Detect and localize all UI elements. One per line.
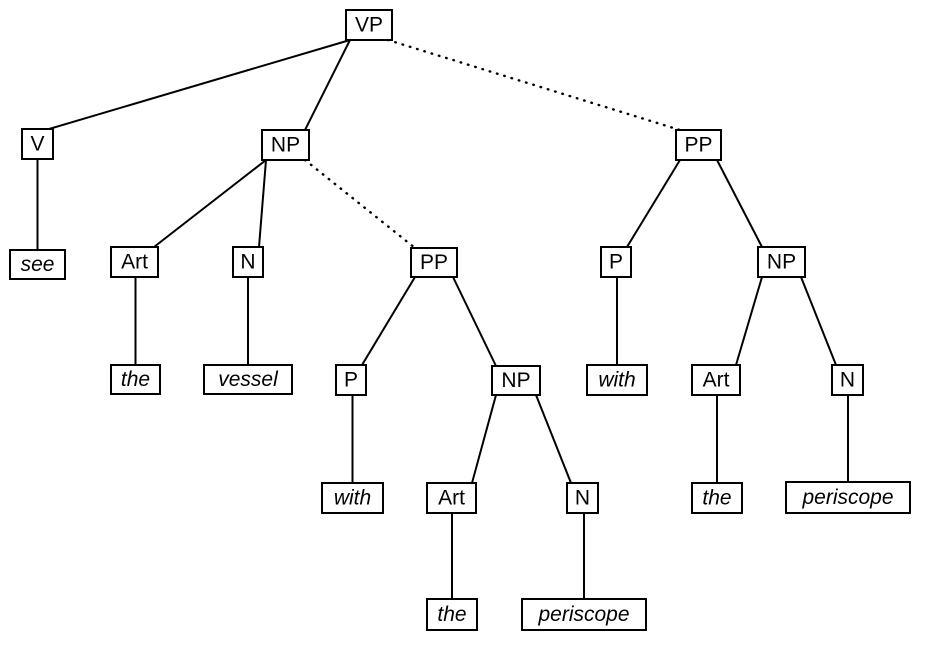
tree-edge-vp-to-np1 bbox=[304, 39, 351, 131]
node-box-p_right bbox=[600, 246, 632, 278]
tree-node-n1[interactable]: N bbox=[232, 246, 264, 278]
node-box-np_mid bbox=[491, 365, 541, 396]
tree-node-with_mid[interactable]: with bbox=[321, 482, 384, 514]
node-label-art_mid: Art bbox=[438, 487, 465, 510]
tree-node-with_right[interactable]: with bbox=[586, 364, 648, 396]
node-box-the_mid bbox=[426, 598, 478, 631]
node-box-np_right bbox=[757, 246, 806, 278]
tree-edge-np_right-to-art_right bbox=[735, 276, 763, 366]
edge-layer bbox=[36, 38, 849, 599]
node-label-np1: NP bbox=[271, 134, 300, 157]
node-box-n_mid bbox=[566, 482, 599, 514]
node-box-n_right bbox=[831, 364, 864, 396]
node-box-vp bbox=[345, 9, 393, 41]
tree-edge-np_mid-to-n_mid bbox=[535, 394, 572, 484]
tree-node-n_mid[interactable]: N bbox=[566, 482, 599, 514]
node-box-np1 bbox=[261, 129, 310, 161]
tree-node-peri_right[interactable]: periscope bbox=[785, 481, 911, 514]
node-box-art1 bbox=[110, 246, 159, 278]
tree-edge-vp-to-v bbox=[48, 39, 351, 130]
tree-node-pp_mid[interactable]: PP bbox=[410, 247, 458, 278]
node-box-peri_mid bbox=[521, 598, 647, 631]
tree-node-pp_right[interactable]: PP bbox=[675, 129, 722, 161]
tree-node-p_mid[interactable]: P bbox=[335, 364, 367, 396]
node-box-art_right bbox=[691, 364, 741, 396]
node-box-see bbox=[9, 249, 66, 280]
tree-node-see[interactable]: see bbox=[9, 249, 66, 280]
tree-edge-pp_right-to-np_right bbox=[716, 159, 763, 248]
node-box-p_mid bbox=[335, 364, 367, 396]
node-label-with_right: with bbox=[598, 369, 635, 392]
tree-node-n_right[interactable]: N bbox=[831, 364, 864, 396]
node-label-peri_right: periscope bbox=[801, 486, 893, 509]
node-label-p_mid: P bbox=[344, 369, 358, 392]
tree-edge-vp-to-pp_right bbox=[386, 38, 682, 132]
tree-node-np_right[interactable]: NP bbox=[757, 246, 806, 278]
node-label-v: V bbox=[30, 133, 44, 156]
node-box-n1 bbox=[232, 246, 264, 278]
tree-edge-np_right-to-n_right bbox=[800, 276, 837, 366]
tree-edge-pp_mid-to-p_mid bbox=[361, 276, 416, 366]
node-box-the_right bbox=[691, 482, 743, 514]
tree-node-art_mid[interactable]: Art bbox=[426, 482, 477, 514]
tree-node-vp[interactable]: VP bbox=[345, 9, 393, 41]
tree-node-np_mid[interactable]: NP bbox=[491, 365, 541, 396]
node-box-art_mid bbox=[426, 482, 477, 514]
node-box-v bbox=[21, 128, 54, 160]
tree-edge-pp_right-to-p_right bbox=[626, 159, 681, 248]
tree-node-the_mid[interactable]: the bbox=[426, 598, 478, 631]
node-box-the1 bbox=[110, 364, 161, 395]
node-label-np_mid: NP bbox=[501, 369, 530, 392]
tree-node-np1[interactable]: NP bbox=[261, 129, 310, 161]
node-label-p_right: P bbox=[609, 251, 623, 274]
node-label-the_right: the bbox=[702, 487, 731, 510]
node-label-vessel: vessel bbox=[218, 368, 279, 391]
node-label-np_right: NP bbox=[767, 251, 796, 274]
node-label-n_mid: N bbox=[575, 487, 590, 510]
tree-edge-np_mid-to-art_mid bbox=[471, 394, 497, 484]
node-label-see: see bbox=[21, 253, 55, 276]
tree-edge-np1-to-pp_mid bbox=[303, 158, 417, 250]
node-label-peri_mid: periscope bbox=[537, 603, 629, 626]
tree-node-p_right[interactable]: P bbox=[600, 246, 632, 278]
node-label-vp: VP bbox=[355, 14, 383, 37]
tree-edge-np1-to-art1 bbox=[153, 159, 267, 248]
node-label-the1: the bbox=[121, 368, 150, 391]
node-box-with_right bbox=[586, 364, 648, 396]
tree-node-art1[interactable]: Art bbox=[110, 246, 159, 278]
tree-node-the_right[interactable]: the bbox=[691, 482, 743, 514]
node-label-pp_mid: PP bbox=[420, 251, 448, 274]
node-box-with_mid bbox=[321, 482, 384, 514]
node-box-vessel bbox=[203, 364, 293, 395]
node-box-pp_right bbox=[675, 129, 722, 161]
node-label-art1: Art bbox=[121, 251, 148, 274]
node-label-pp_right: PP bbox=[684, 134, 712, 157]
node-label-art_right: Art bbox=[703, 369, 730, 392]
tree-node-peri_mid[interactable]: periscope bbox=[521, 598, 647, 631]
tree-edge-np1-to-n1 bbox=[258, 159, 267, 248]
node-box-pp_mid bbox=[410, 247, 458, 278]
node-label-the_mid: the bbox=[437, 603, 466, 626]
tree-node-vessel[interactable]: vessel bbox=[203, 364, 293, 395]
tree-node-art_right[interactable]: Art bbox=[691, 364, 741, 396]
node-box-peri_right bbox=[785, 481, 911, 514]
tree-node-the1[interactable]: the bbox=[110, 364, 161, 395]
tree-edge-pp_mid-to-np_mid bbox=[452, 276, 497, 367]
tree-node-v[interactable]: V bbox=[21, 128, 54, 160]
node-label-n_right: N bbox=[840, 369, 855, 392]
node-label-with_mid: with bbox=[334, 487, 371, 510]
node-label-n1: N bbox=[240, 251, 255, 274]
